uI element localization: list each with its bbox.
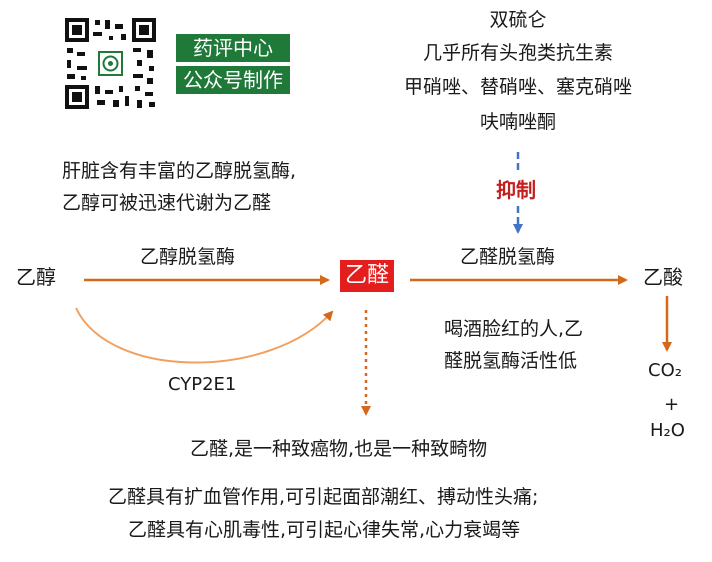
effect-line-2: 乙醛具有扩血管作用,可引起面部潮红、搏动性头痛;	[108, 486, 539, 508]
co2-label: CO₂	[648, 360, 682, 381]
inhibitor-line-4: 呋喃唑酮	[479, 111, 556, 133]
aldh-enzyme-label: 乙醛脱氢酶	[460, 246, 556, 268]
h2o-label: H₂O	[650, 420, 685, 441]
plus-sign: +	[664, 394, 680, 415]
acetic-acid-label: 乙酸	[643, 265, 683, 289]
effect-line-1: 乙醛,是一种致癌物,也是一种致畸物	[190, 438, 488, 460]
qr-code-icon	[63, 16, 158, 111]
liver-note-line1: 肝脏含有丰富的乙醇脱氢酶,	[62, 160, 297, 182]
ethanol-label: 乙醇	[16, 265, 56, 289]
acetaldehyde-node: 乙醛	[340, 260, 394, 292]
inhibit-label: 抑制	[496, 178, 536, 202]
inhibitor-line-1: 双硫仑	[489, 9, 547, 31]
flush-note-line1: 喝酒脸红的人,乙	[444, 318, 584, 340]
brand-label-line1: 药评中心	[176, 34, 290, 62]
cyp2e1-curve-arrow	[75, 307, 334, 364]
liver-note-line2: 乙醇可被迅速代谢为乙醛	[62, 192, 272, 214]
inhibitor-line-3: 甲硝唑、替硝唑、塞克硝唑	[403, 76, 632, 98]
adh-enzyme-label: 乙醇脱氢酶	[140, 246, 236, 268]
cyp2e1-label: CYP2E1	[168, 374, 237, 395]
brand-label-line2: 公众号制作	[176, 66, 290, 94]
effect-line-3: 乙醛具有心肌毒性,可引起心律失常,心力衰竭等	[128, 519, 521, 541]
flush-note-line2: 醛脱氢酶活性低	[444, 350, 578, 372]
inhibitor-line-2: 几乎所有头孢类抗生素	[422, 42, 613, 64]
